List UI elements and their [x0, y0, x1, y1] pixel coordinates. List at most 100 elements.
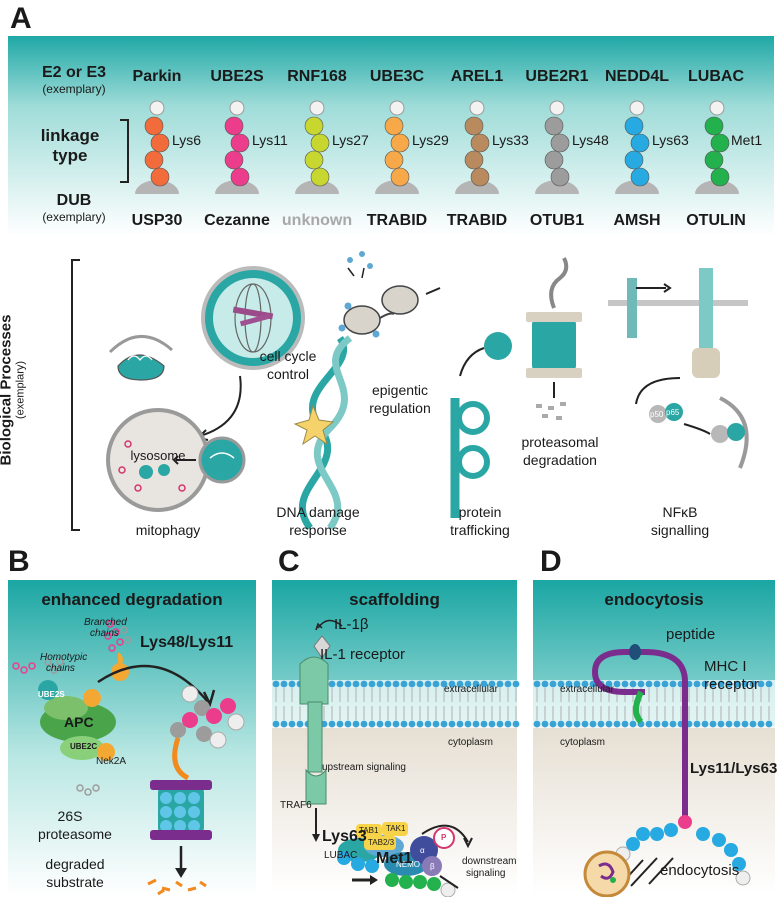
traf6-label: TRAF6	[280, 800, 312, 811]
mitochondrion-icon	[108, 335, 173, 381]
apc-label: APC	[64, 714, 94, 730]
panel-a-letter: A	[10, 2, 32, 35]
dub-cezanne: Cezanne	[204, 212, 270, 229]
beta-label: β	[430, 862, 435, 871]
ubiquitin-chain-lys6	[135, 100, 179, 194]
met1-label: Met1	[376, 850, 413, 867]
trafficking-label-1: protein	[458, 504, 502, 520]
row-e2-sub: (exemplary)	[42, 82, 106, 96]
epi-label-1: epigentic	[371, 382, 429, 398]
bio-sub: (exemplary)	[14, 360, 27, 420]
panel-b-title: enhanced degradation	[41, 590, 223, 609]
proteasome-label: proteasome	[38, 826, 112, 842]
p50-label: p50	[650, 410, 664, 419]
linkage-lys27: Lys27	[332, 132, 369, 148]
linkage-met1: Met1	[731, 132, 763, 148]
degradation-illustration	[12, 620, 245, 896]
mhc-label-1: MHC I	[704, 658, 747, 675]
cytoplasm-label-c: cytoplasm	[448, 737, 494, 748]
ubiquitin-chain-lys63	[615, 100, 659, 194]
phospho-label: P	[441, 833, 447, 842]
row-e2-title: E2 or E3	[41, 64, 107, 81]
tab23-label: TAB2/3	[368, 838, 395, 847]
panel-d-title: endocytosis	[604, 590, 704, 609]
enzyme-ube2r1: UBE2R1	[525, 68, 589, 85]
dub-otub1: OTUB1	[529, 212, 585, 229]
downstream-label-2: signaling	[466, 868, 506, 879]
dna-label-1: DNA damage	[276, 504, 360, 520]
proteasome-label-2: degradation	[523, 452, 597, 468]
trafficking-icon	[450, 332, 512, 518]
dub-amsh: AMSH	[613, 212, 661, 229]
alpha-label: α	[420, 846, 425, 855]
cell-cycle-label: cell cycle	[259, 348, 317, 364]
branched-label-1: Branched	[84, 617, 127, 628]
extracellular-label-d: extracellular	[560, 684, 614, 695]
dub-usp30: USP30	[131, 212, 183, 229]
mhc-label-2: receptor	[704, 676, 760, 693]
panel-b-letter: B	[8, 545, 30, 578]
nfkb-icon	[608, 268, 749, 469]
upstream-label: upstream signaling	[322, 762, 406, 773]
lys63-label: Lys63	[322, 828, 367, 845]
homotypic-label-1: Homotypic	[40, 652, 88, 663]
nemo-label: NEMO	[396, 860, 420, 869]
nek2a-label: Nek2A	[96, 756, 127, 767]
row-linkage-title2: type	[52, 146, 88, 165]
extracellular-label-c: extracellular	[444, 684, 498, 695]
homotypic-label-2: chains	[46, 663, 75, 674]
ube2c-label: UBE2C	[70, 742, 98, 751]
peptide-label: peptide	[666, 626, 716, 643]
trafficking-label-2: trafficking	[450, 522, 510, 538]
dna-label-2: response	[289, 522, 347, 538]
cytoplasm-label-d: cytoplasm	[560, 737, 606, 748]
lysosome-icon	[106, 408, 246, 512]
mitophagy-label: mitophagy	[135, 522, 201, 538]
cell-cycle-label-2: control	[266, 366, 310, 382]
branched-label-2: chains	[90, 628, 119, 639]
linkage-lys48: Lys48	[572, 132, 609, 148]
linkage-bracket	[120, 119, 129, 183]
ubiquitin-chain-lys33	[455, 100, 499, 194]
linkage-lys29: Lys29	[412, 132, 449, 148]
dna-helix-icon	[293, 335, 353, 531]
bio-bracket	[71, 259, 80, 531]
ubiquitin-chain-lys29	[375, 100, 419, 194]
lys11-lys63-label: Lys11/Lys63	[690, 760, 778, 777]
panel-c-title: scaffolding	[349, 590, 440, 609]
endocytosis-illustration	[583, 644, 751, 897]
dub-unknown: unknown	[281, 212, 353, 229]
ubiquitin-chain-lys11	[215, 100, 259, 194]
lys48-lys11-label: Lys48/Lys11	[140, 634, 234, 651]
enzyme-ube3c: UBE3C	[369, 68, 425, 85]
ubiquitin-chain-lys27	[295, 100, 339, 194]
bio-title: Biological Processes	[0, 314, 15, 466]
row-dub-title: DUB	[56, 192, 92, 209]
degraded-label-1: degraded	[45, 856, 105, 872]
processes-illustration	[106, 251, 749, 531]
linkage-lys63: Lys63	[652, 132, 689, 148]
enzyme-ube2s: UBE2S	[210, 68, 264, 85]
dub-trabid-1: TRABID	[366, 212, 428, 229]
linkage-lys6: Lys6	[172, 132, 202, 148]
p65-label: p65	[666, 408, 680, 417]
epi-label-2: regulation	[369, 400, 431, 416]
panel-a-background	[8, 36, 774, 236]
enzyme-parkin: Parkin	[132, 68, 182, 85]
proteasome-icon	[526, 257, 582, 420]
enzyme-lubac: LUBAC	[688, 68, 744, 85]
ubiquitin-chain-met1	[695, 100, 739, 194]
ube2s-label: UBE2S	[38, 690, 65, 699]
il1b-label: IL-1β	[334, 616, 369, 633]
endocytosis-label: endocytosis	[660, 862, 740, 879]
row-dub-sub: (exemplary)	[42, 210, 106, 224]
dub-otulin: OTULIN	[686, 212, 746, 229]
nfkb-label-1: NFκB	[662, 504, 698, 520]
lubac-label: LUBAC	[324, 850, 358, 861]
enzyme-arel1: AREL1	[450, 68, 504, 85]
scaffolding-illustration	[299, 619, 473, 897]
linkage-lys33: Lys33	[492, 132, 529, 148]
row-linkage-title: linkage	[40, 126, 100, 145]
degraded-label-2: substrate	[46, 874, 104, 890]
panel-c-letter: C	[278, 545, 300, 578]
